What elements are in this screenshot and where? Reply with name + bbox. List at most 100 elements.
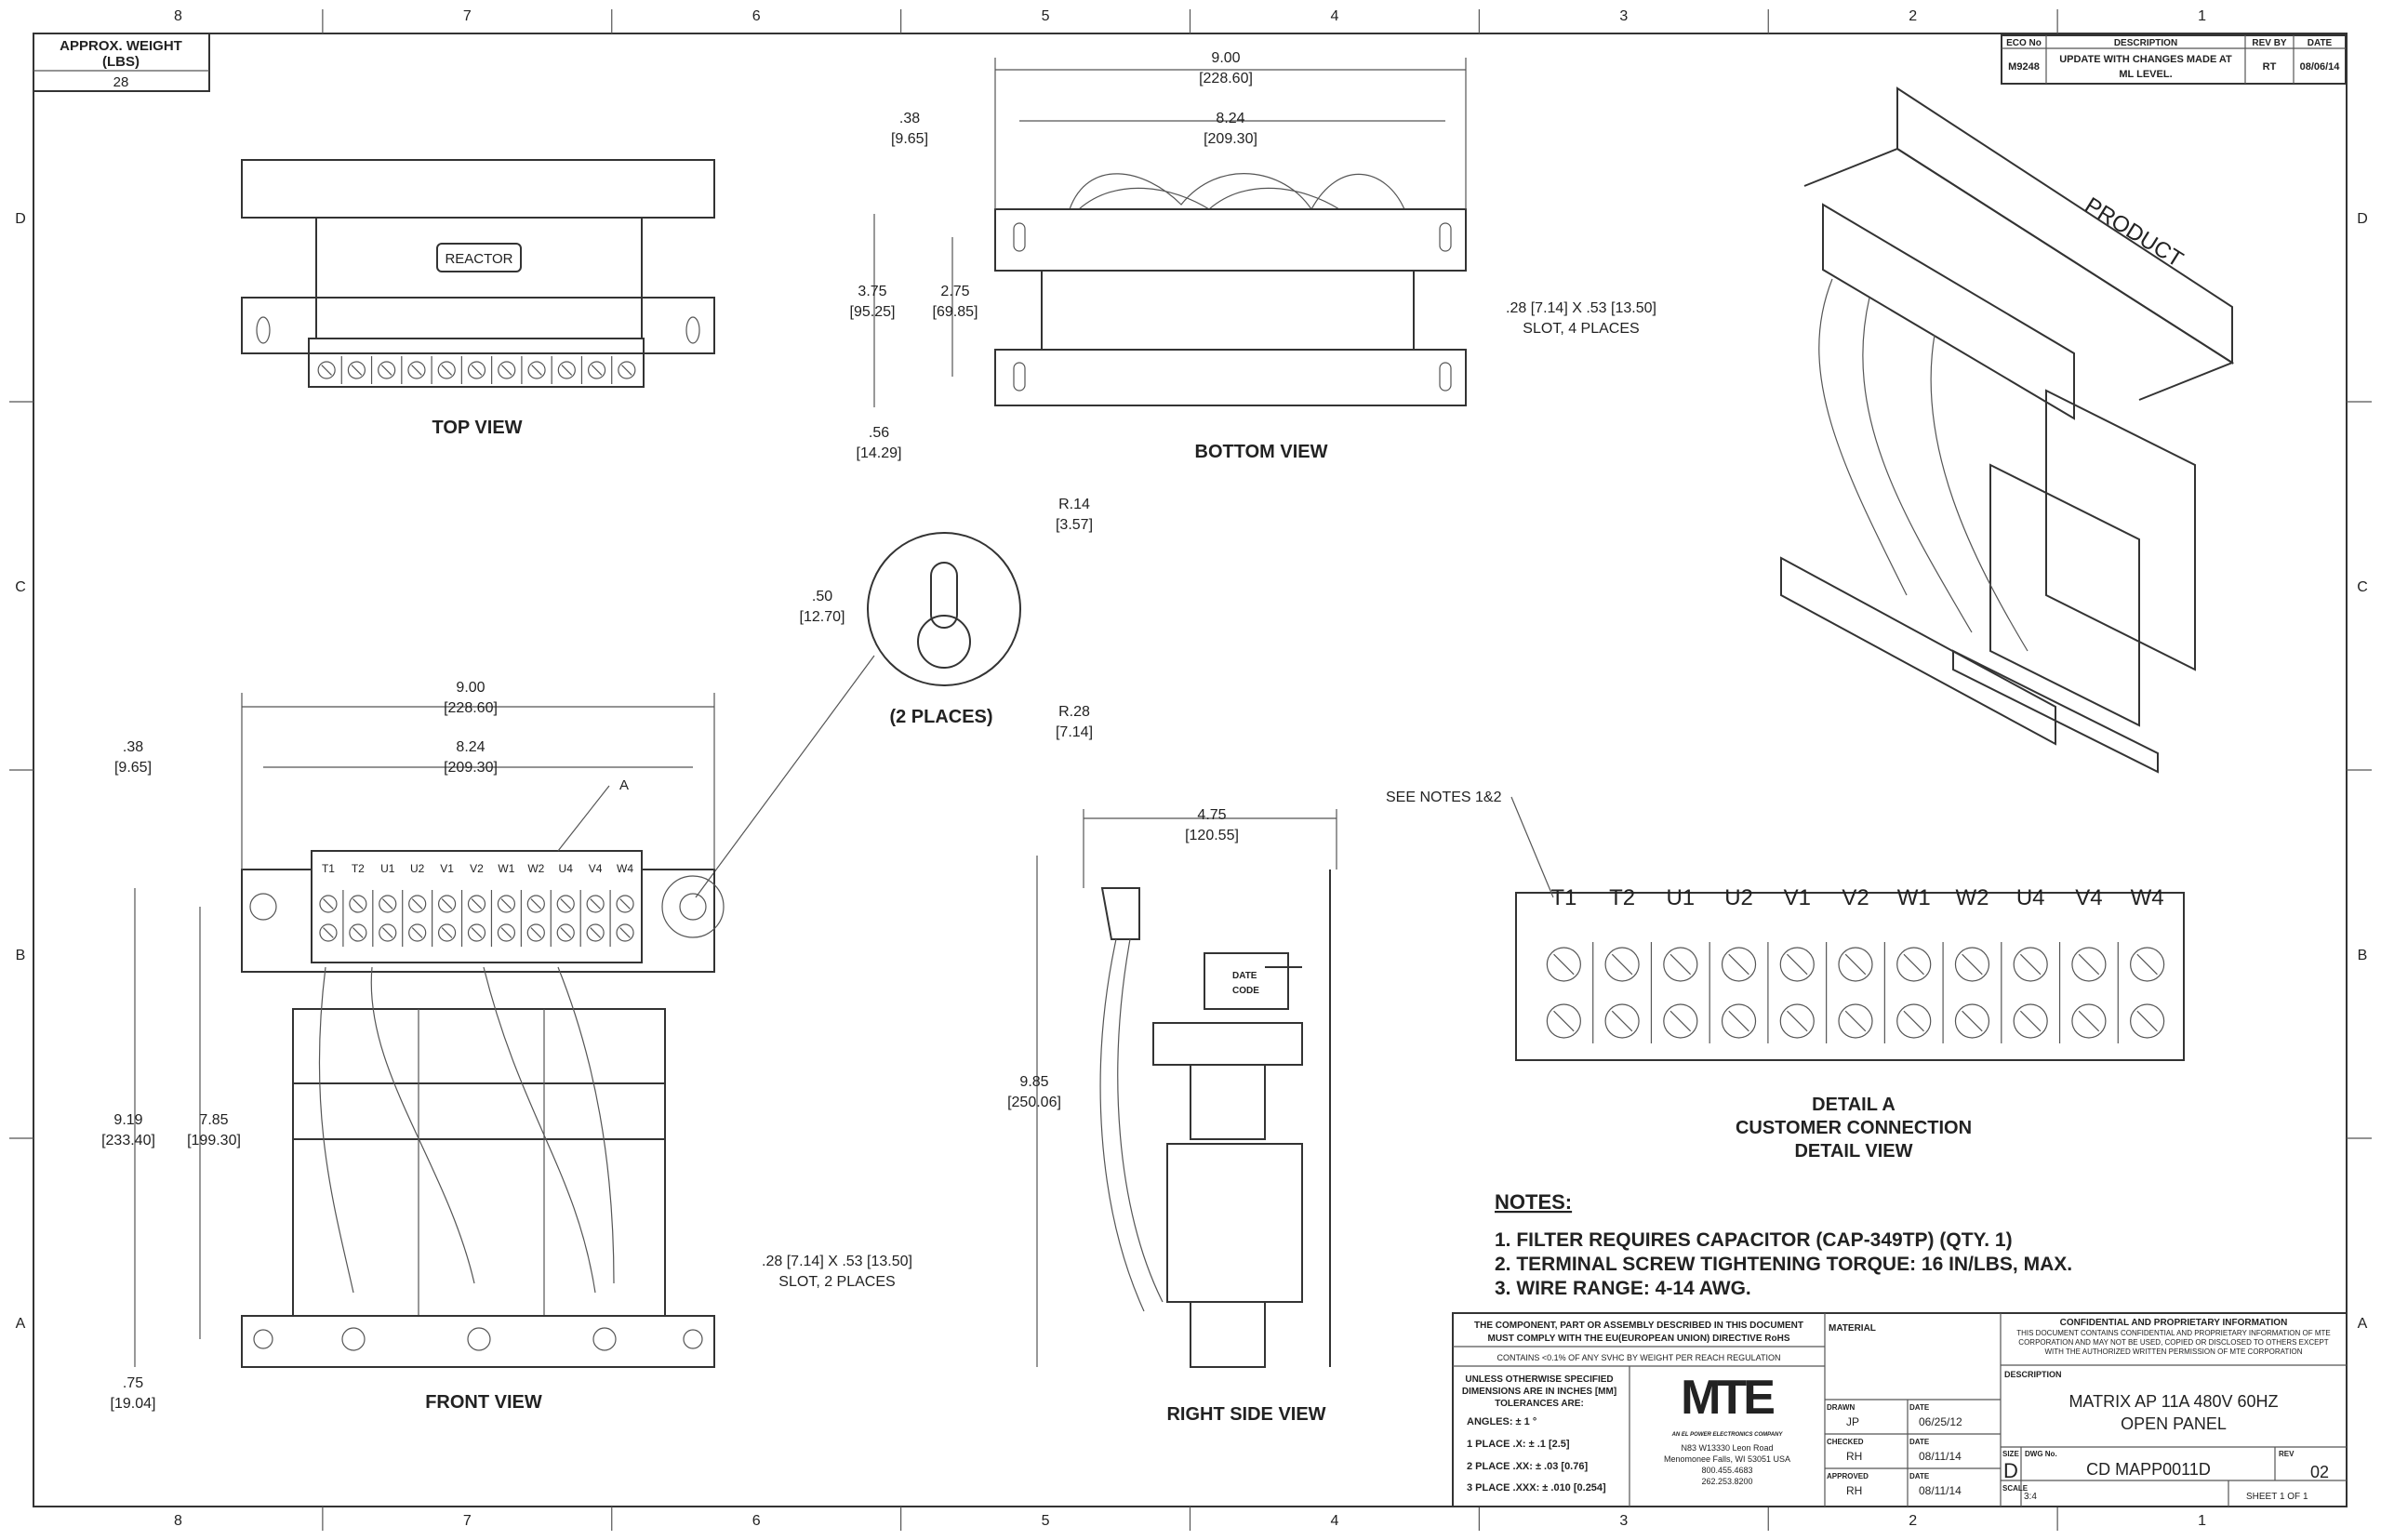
reach-note: CONTAINS <0.1% OF ANY SVHC BY WEIGHT PER… [1497,1353,1781,1362]
terminal-v4 [587,361,606,379]
terminal-u1 [378,361,396,379]
terminal-screw [1954,1003,1990,1039]
screw-slot [1728,953,1749,976]
terminal-screw [526,923,545,942]
terminal-screw [467,895,486,913]
screw-slot [531,365,542,376]
screw-slot [471,927,483,938]
dimension-text: [12.70] [800,609,845,625]
terminal-screw [556,923,575,942]
logo-tagline: AN EL POWER ELECTRONICS COMPANY [1671,1432,1784,1438]
terminal-screw [1663,947,1698,982]
terminal-label: W2 [1955,885,1989,910]
terminal-screw [1721,1003,1757,1039]
dimension-text: .75 [123,1375,143,1391]
dim-side-depth: 4.75[120.55] [1185,807,1239,843]
zone-column-label: 6 [752,8,761,24]
isometric-view: PRODUCT [1780,86,2235,774]
screw-slot [1669,1010,1692,1032]
terminal-v1: V1 [437,862,457,942]
screw-slot [441,898,453,909]
dim-keyhole-span: .50[12.70] [800,589,845,625]
zone-column-label: 3 [1619,8,1628,24]
terminal-screw [319,923,338,942]
screw-slot [441,365,453,376]
checked-by: RH [1846,1450,1862,1463]
zone-column-label: 5 [1042,1513,1050,1529]
screw-slot [381,927,393,938]
terminal-u4: U4 [2013,885,2048,1039]
weight-unit: (LBS) [102,54,140,70]
phone-1: 800.455.4683 [1701,1466,1752,1475]
rev-date: 08/06/14 [2300,61,2341,73]
screw-slot [1903,1010,1924,1032]
notes: NOTES: 1. FILTER REQUIRES CAPACITOR (CAP… [1495,1190,2072,1299]
terminal-screw [1604,947,1640,982]
terminal-t2 [347,361,366,379]
dimension-text: [95.25] [850,304,896,320]
terminal-screw [497,895,516,913]
zone-row-label: A [2358,1316,2368,1332]
terminal-screw [1779,1003,1815,1039]
screw-slot [2019,1010,2042,1032]
dim-bottom-edge: .38[9.65] [891,111,928,147]
keyhole-label: (2 PLACES) [889,707,992,727]
screw-slot [1962,1010,1983,1032]
terminal-t1: T1 [1546,885,1581,1039]
screw-slot [1611,953,1633,976]
terminal-screw [379,923,397,942]
terminal-label: U4 [559,862,574,875]
terminal-u2 [407,361,426,379]
dimension-text: 7.85 [199,1112,228,1128]
screw-slot [619,898,631,909]
weight-box: APPROX. WEIGHT (LBS) 28 [33,33,210,92]
screw-slot [1611,1010,1633,1032]
size-value: D [2003,1459,2018,1482]
terminal-screw [616,923,634,942]
terminal-screw [378,361,396,379]
screw-slot [560,927,572,938]
dim-side-height: 9.85[250.06] [1007,1074,1061,1110]
zone-row-label: C [2357,579,2368,595]
terminal-label: U2 [410,862,425,875]
date-code-1: DATE [1232,971,1257,981]
terminal-w2: W2 [1954,885,1990,1039]
dim-front-slot-height: 7.85[199.30] [187,1112,241,1148]
dimension-text: 9.19 [113,1112,142,1128]
terminal-label: V4 [2075,885,2102,910]
dim-bottom-overall: 9.00[228.60] [1199,50,1253,86]
rev-eco: M9248 [2008,61,2040,73]
screw-slot [1787,1010,1808,1032]
terminal-label: T2 [352,862,365,875]
dimension-text: 2.75 [940,284,969,299]
terminal-screw [526,895,545,913]
dimension-text: [228.60] [1199,71,1253,86]
terminal-screw [2071,1003,2107,1039]
terminal-screw [1604,1003,1640,1039]
dimension-text: [120.55] [1185,828,1239,843]
note-3: 3. WIRE RANGE: 4-14 AWG. [1495,1278,1751,1299]
dim-keyhole-r-large: R.28[7.14] [1056,704,1093,740]
title-block: THE COMPONENT, PART OR ASSEMBLY DESCRIBE… [1452,1312,2348,1507]
description-1: MATRIX AP 11A 480V 60HZ [2068,1392,2278,1411]
dimension-text: SLOT, 2 PLACES [778,1274,895,1290]
zone-row-label: C [15,579,26,595]
dimension-text: .28 [7.14] X .53 [13.50] [762,1254,912,1269]
screw-slot [530,898,542,909]
dim-front-overall: 9.00[228.60] [444,680,498,716]
detail-label-2: CUSTOMER CONNECTION [1736,1118,1972,1138]
screw-slot [1787,953,1808,976]
dim-bottom-slots: 8.24[209.30] [1204,111,1257,147]
terminal-screw [349,923,367,942]
terminal-screw [347,361,366,379]
dimension-text: 3.75 [858,284,886,299]
right-side-view: DATE CODE RIGHT SIDE VIEW [1036,809,1337,1425]
screw-slot [351,365,363,376]
screw-slot [2019,953,2042,976]
approved-date-label: DATE [1909,1472,1930,1480]
terminal-screw [408,923,427,942]
terminal-w2 [527,361,546,379]
size-label: SIZE [2002,1450,2019,1458]
tol-line-2: DIMENSIONS ARE IN INCHES [MM] [1462,1387,1616,1397]
drawn-date-label: DATE [1909,1403,1930,1412]
